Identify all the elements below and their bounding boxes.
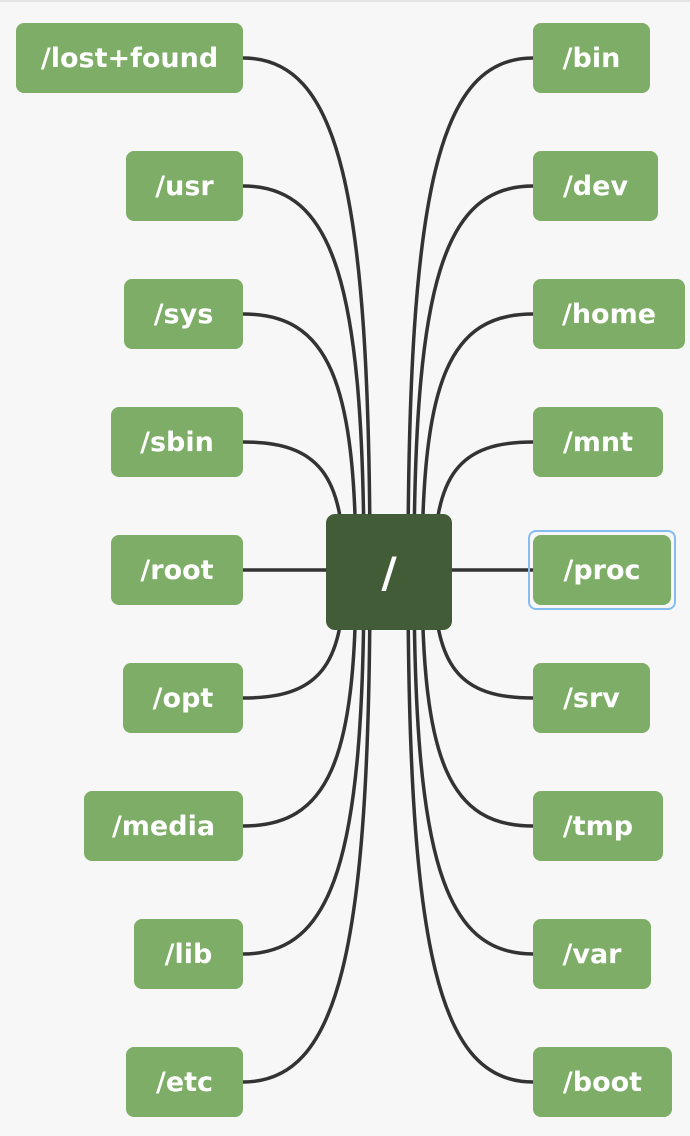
node-label: /var <box>562 938 622 970</box>
node-mnt[interactable]: /mnt <box>533 407 663 477</box>
node-label: /sbin <box>140 426 214 458</box>
connector-dev <box>412 184 535 574</box>
node-proc[interactable]: /proc <box>533 535 671 605</box>
top-border <box>0 0 690 2</box>
root-node-label: / <box>381 547 397 597</box>
connector-var <box>412 570 535 956</box>
node-bin[interactable]: /bin <box>533 23 650 93</box>
node-lib[interactable]: /lib <box>134 919 243 989</box>
node-label: /media <box>111 810 216 842</box>
node-label: /dev <box>562 170 629 202</box>
node-label: /lib <box>164 938 213 970</box>
connector-etc <box>241 570 372 1084</box>
node-usr[interactable]: /usr <box>126 151 243 221</box>
connector-media <box>241 570 358 828</box>
node-opt[interactable]: /opt <box>123 663 243 733</box>
node-label: /mnt <box>562 426 634 458</box>
node-srv[interactable]: /srv <box>533 663 650 733</box>
node-label: /usr <box>155 170 214 202</box>
node-lost-found[interactable]: /lost+found <box>16 23 243 93</box>
node-var[interactable]: /var <box>533 919 651 989</box>
node-label: /bin <box>562 42 621 74</box>
node-label: /etc <box>155 1066 214 1098</box>
node-label: /home <box>561 298 657 330</box>
node-sys[interactable]: /sys <box>124 279 243 349</box>
node-sbin[interactable]: /sbin <box>111 407 243 477</box>
node-tmp[interactable]: /tmp <box>533 791 663 861</box>
node-label: /lost+found <box>40 42 219 74</box>
connector-sys <box>241 312 358 574</box>
node-label: /tmp <box>562 810 634 842</box>
connector-boot <box>406 570 535 1084</box>
node-home[interactable]: /home <box>533 279 685 349</box>
connector-lib <box>241 570 366 956</box>
connector-home <box>420 312 535 574</box>
root-node[interactable]: / <box>326 514 452 630</box>
node-label: /proc <box>563 554 641 586</box>
connector-lost-found <box>241 56 372 574</box>
node-label: /boot <box>562 1066 643 1098</box>
node-label: /opt <box>152 682 214 714</box>
connector-tmp <box>420 570 535 828</box>
node-label: /root <box>140 554 214 586</box>
node-label: /srv <box>563 682 620 714</box>
node-boot[interactable]: /boot <box>533 1047 672 1117</box>
node-label: /sys <box>153 298 214 330</box>
connector-usr <box>241 184 366 574</box>
connector-bin <box>406 56 535 574</box>
node-root[interactable]: /root <box>111 535 243 605</box>
node-etc[interactable]: /etc <box>126 1047 243 1117</box>
node-media[interactable]: /media <box>84 791 243 861</box>
node-dev[interactable]: /dev <box>533 151 658 221</box>
